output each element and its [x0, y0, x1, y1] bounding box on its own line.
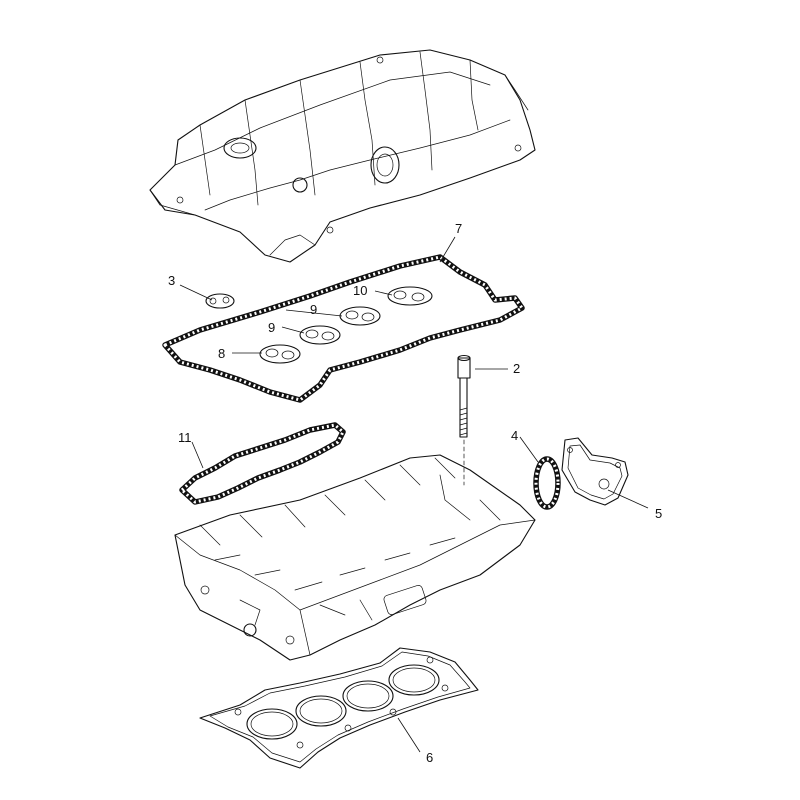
plate-gasket — [561, 437, 629, 506]
cylinder-head — [174, 454, 536, 661]
callout-9-lower: 9 — [268, 320, 275, 335]
valve-cover-gasket — [162, 254, 525, 403]
tube-seal-8 — [259, 344, 301, 364]
intake-gasket — [179, 422, 346, 505]
tube-seal-9-lower — [299, 325, 341, 345]
callout-2: 2 — [513, 361, 520, 376]
valve-cover — [149, 49, 536, 263]
tube-seal-9-upper — [339, 306, 381, 326]
callout-7: 7 — [455, 221, 462, 236]
seal-3 — [205, 293, 235, 309]
callout-6: 6 — [426, 750, 433, 765]
callout-5: 5 — [655, 506, 662, 521]
callout-3: 3 — [168, 273, 175, 288]
callout-10: 10 — [353, 283, 367, 298]
o-ring — [533, 456, 561, 510]
callout-9-upper: 9 — [310, 302, 317, 317]
callout-4: 4 — [511, 428, 518, 443]
tube-seal-10 — [387, 286, 433, 306]
head-gasket — [199, 647, 479, 769]
callout-labels: 2 3 4 5 6 7 8 9 9 10 11 — [168, 221, 662, 765]
head-bolt — [457, 354, 471, 486]
leader-lines — [179, 236, 649, 753]
callout-8: 8 — [218, 346, 225, 361]
callout-11: 11 — [178, 430, 192, 445]
